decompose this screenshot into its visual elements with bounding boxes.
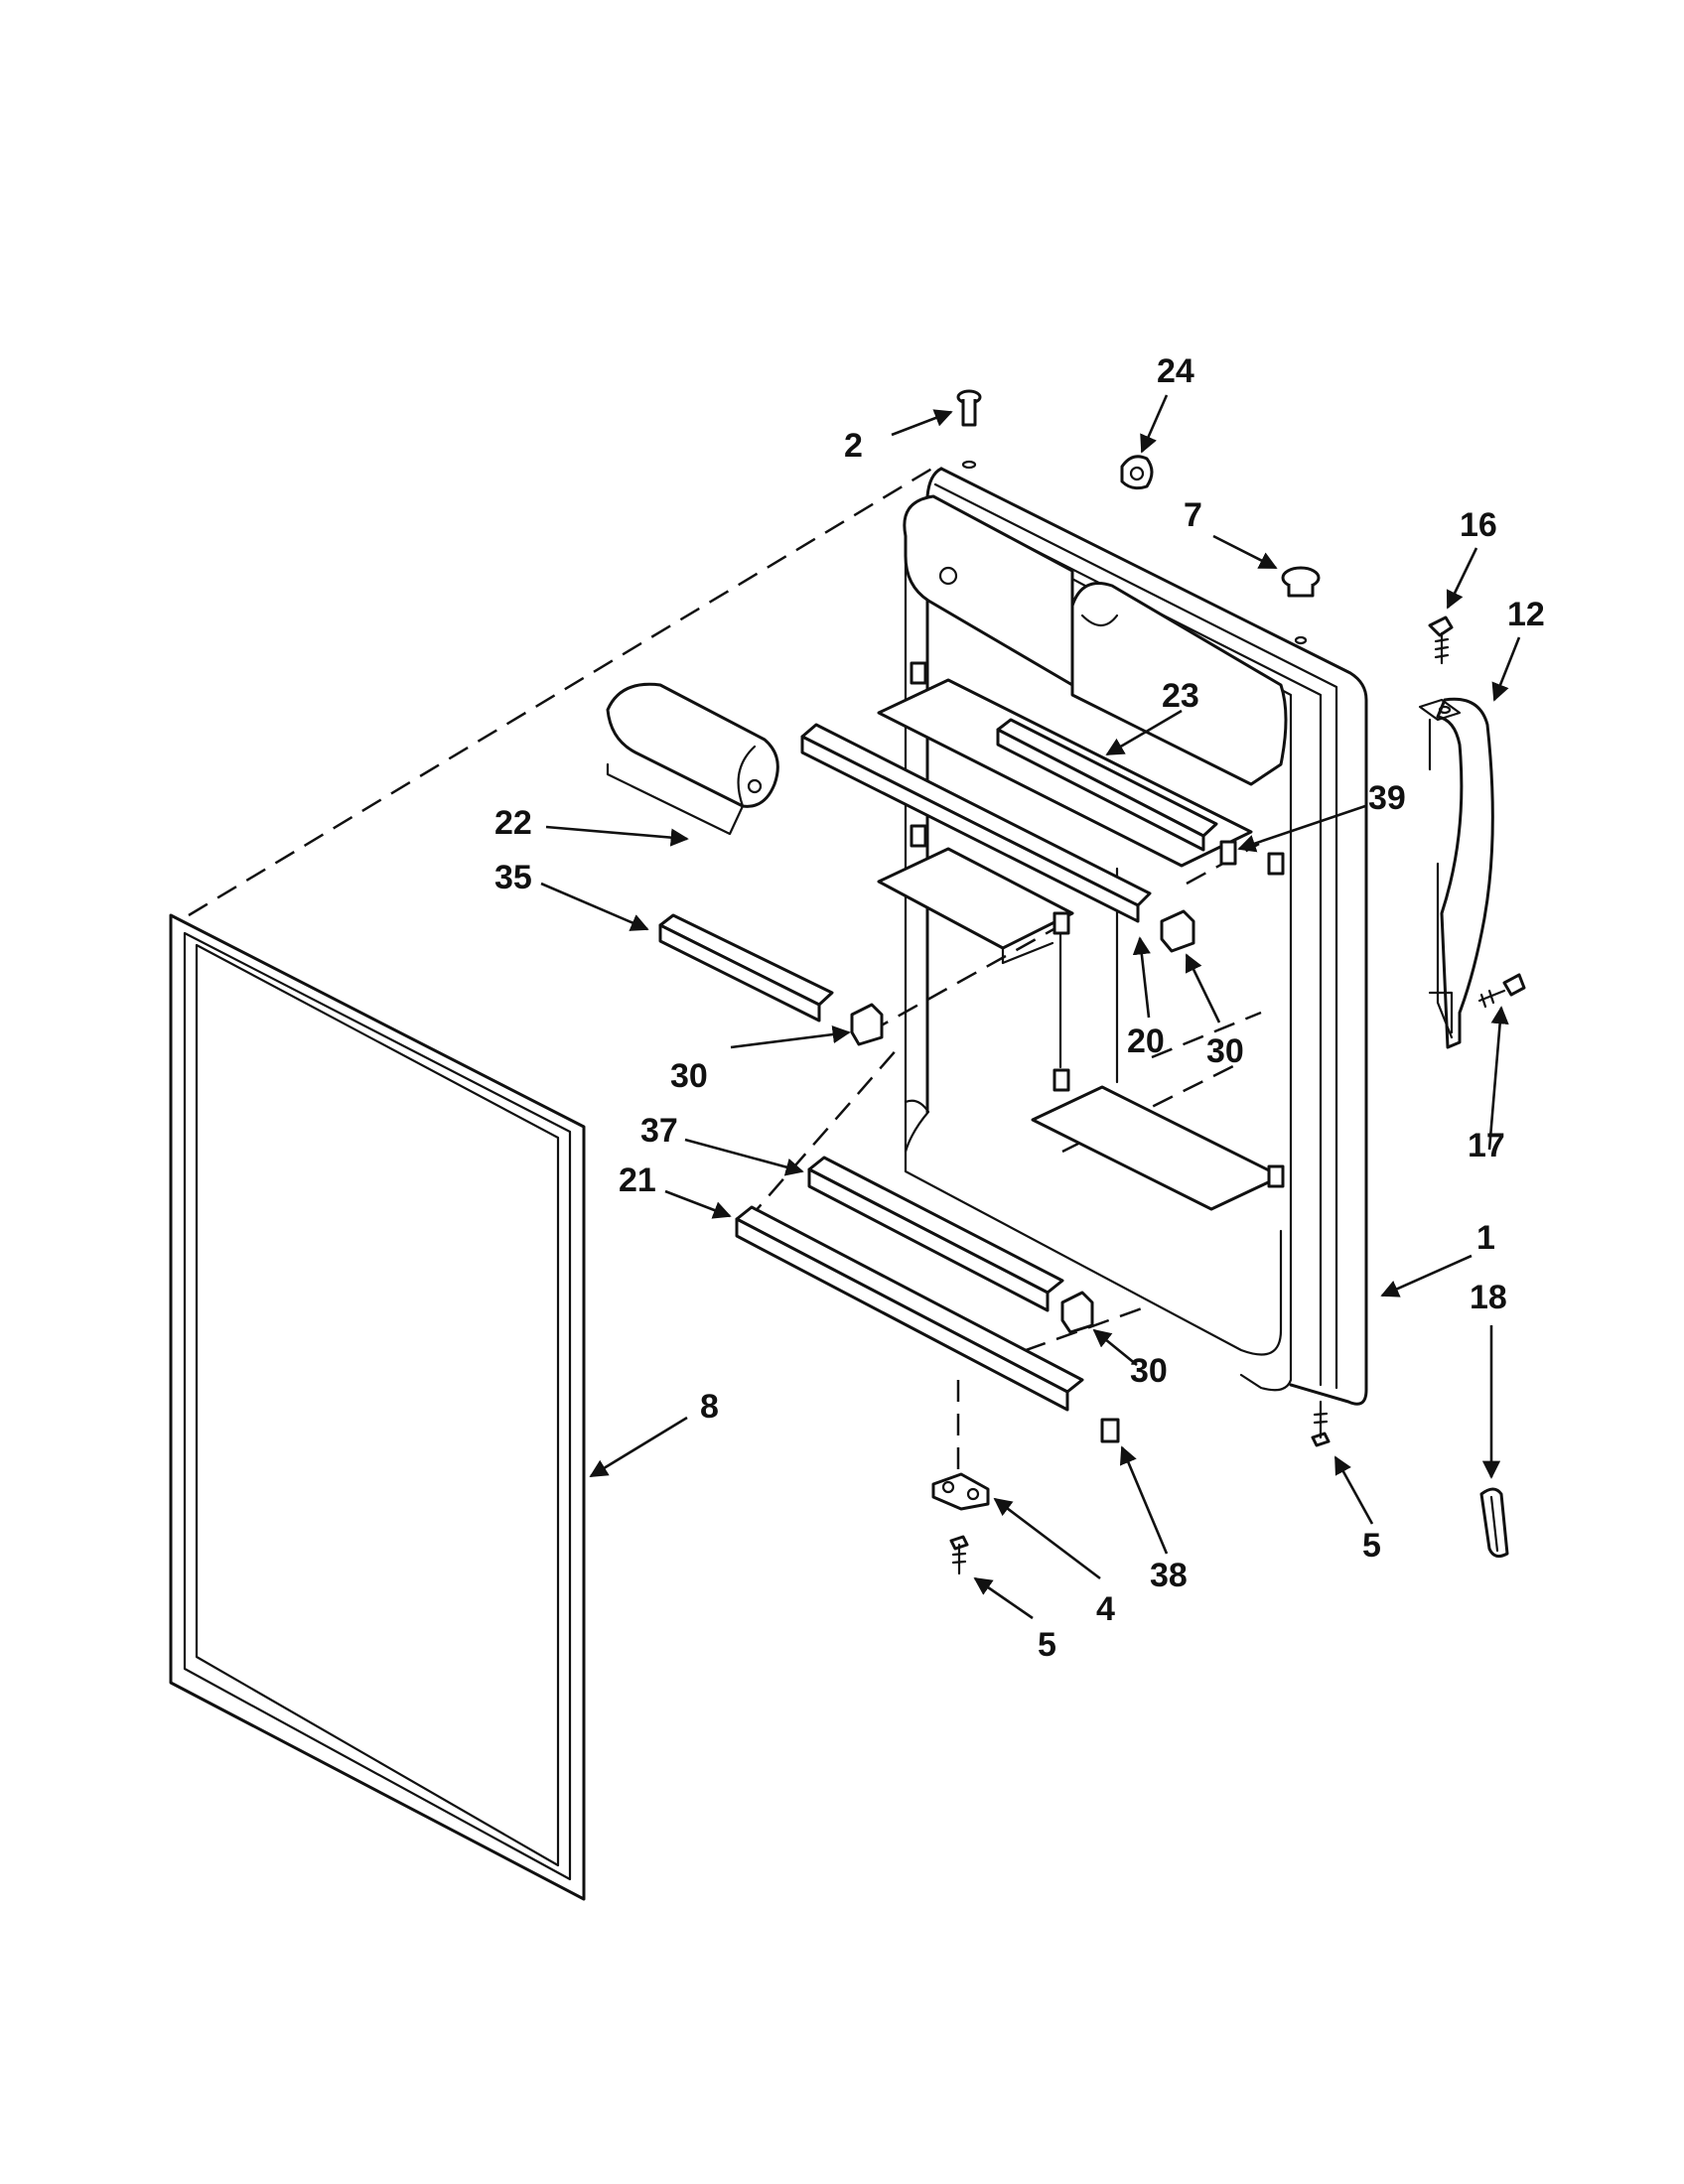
callout-38: 38: [1150, 1557, 1188, 1594]
shelf-rail-21: [735, 1205, 1084, 1412]
callout-1: 1: [1476, 1219, 1495, 1257]
rail-end-caps: [850, 909, 1195, 1334]
callout-30-lower: 30: [1130, 1352, 1168, 1390]
clip-39: [1219, 840, 1237, 866]
door-gasket: [169, 913, 586, 1901]
dairy-bin-cover: [606, 682, 779, 836]
callout-17: 17: [1468, 1127, 1505, 1164]
door-panel: [877, 467, 1368, 1406]
callout-4: 4: [1096, 1590, 1115, 1628]
callout-30-upper: 30: [1206, 1032, 1244, 1070]
shelf-rail-35: [658, 913, 834, 1023]
callout-5-left: 5: [1038, 1626, 1056, 1664]
callout-18: 18: [1470, 1279, 1507, 1316]
callout-37: 37: [640, 1112, 678, 1150]
leader-lines: [540, 394, 1521, 1620]
callout-2: 2: [844, 427, 863, 465]
callout-30-left: 30: [670, 1057, 708, 1095]
screw-17: [1477, 973, 1526, 1009]
callout-8: 8: [700, 1388, 719, 1426]
callout-39: 39: [1368, 779, 1406, 817]
callout-21: 21: [619, 1161, 656, 1199]
clip-38: [1100, 1418, 1120, 1443]
screw-5-left: [949, 1535, 969, 1575]
callout-7: 7: [1184, 496, 1202, 534]
callout-35: 35: [494, 859, 532, 896]
callout-labels: 2 24 7 16 12 23 39 22 35 20 30 30 17 37 …: [494, 352, 1545, 1664]
callout-23: 23: [1162, 677, 1199, 715]
callout-20: 20: [1127, 1023, 1165, 1060]
callout-12: 12: [1507, 596, 1545, 633]
callout-5-right: 5: [1362, 1527, 1381, 1565]
screw-5-right: [1311, 1400, 1331, 1447]
bottom-hinge-4: [931, 1472, 990, 1511]
handle-insert-18: [1479, 1487, 1509, 1559]
callout-22: 22: [494, 804, 532, 842]
shelf-rail-20: [800, 723, 1152, 923]
screw-16: [1428, 615, 1454, 665]
callout-16: 16: [1460, 506, 1497, 544]
shelf-rail-37: [807, 1156, 1064, 1312]
plug-7: [1281, 566, 1321, 645]
door-handle-12: [1418, 697, 1494, 1049]
callout-24: 24: [1157, 352, 1194, 390]
hinge-pin-2: [956, 389, 982, 470]
cap-24: [1120, 455, 1154, 490]
shelf-rail-23: [996, 718, 1218, 852]
